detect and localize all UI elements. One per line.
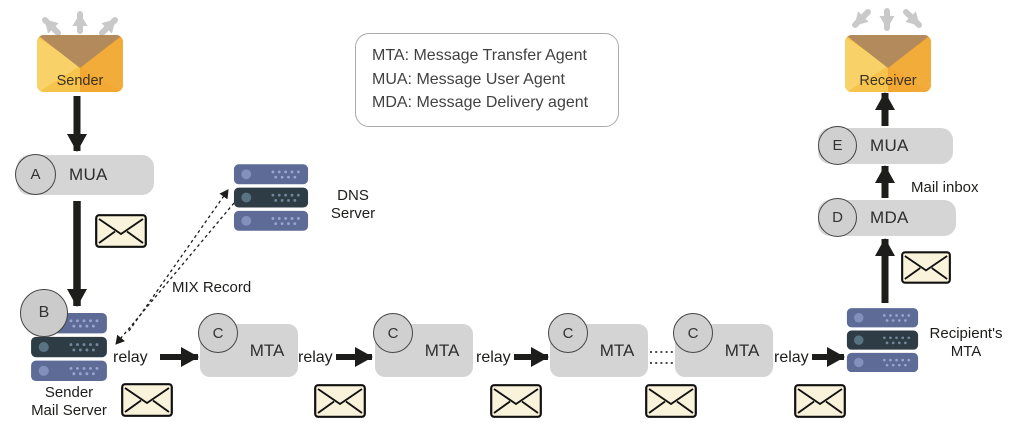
node-label: MTA	[724, 340, 760, 360]
envelope-icon	[645, 384, 697, 418]
node-mta-3: C MTA	[548, 313, 648, 377]
letter-badge-a: A	[15, 154, 56, 195]
recipient-mta-label: Recipient's MTA	[929, 325, 1003, 360]
node-mda: D MDA	[818, 198, 956, 237]
receiver-label: Receiver	[859, 73, 916, 89]
node-label: MTA	[424, 340, 460, 360]
relay-label-4: relay	[774, 349, 809, 366]
node-mua-e: E MUA	[818, 126, 953, 165]
legend-line-mta: MTA: Message Transfer Agent	[372, 47, 587, 64]
relay-label-2: relay	[298, 349, 333, 366]
node-mua-a: A MUA	[15, 154, 154, 195]
node-label: MTA	[249, 340, 285, 360]
sender-label: Sender	[57, 73, 104, 89]
sender-mail-server-icon	[31, 313, 107, 382]
letter-badge-d: D	[818, 198, 857, 237]
sender-outgoing-arrows-icon	[42, 11, 118, 36]
node-label: MDA	[870, 208, 909, 227]
node-label: MUA	[69, 165, 108, 184]
node-mta-4: C MTA	[673, 313, 773, 377]
letter-badge-b: B	[20, 289, 68, 337]
sender-envelope-icon: Sender	[37, 35, 123, 92]
legend-line-mua: MUA: Message User Agent	[372, 70, 565, 88]
receiver-incoming-arrows-icon	[852, 8, 922, 31]
node-mta-1: C MTA	[198, 313, 298, 377]
dashed-arrow-from-dns	[115, 202, 235, 345]
node-label: MUA	[870, 136, 909, 155]
relay-label-3: relay	[476, 349, 511, 366]
envelope-icon	[794, 384, 846, 418]
node-label: MTA	[599, 340, 635, 360]
envelope-icon	[901, 251, 951, 284]
sender-mail-server-label: Sender Mail Server	[31, 384, 107, 419]
dns-server-icon	[233, 164, 309, 231]
letter-badge-e: E	[818, 126, 857, 165]
envelope-icon	[95, 214, 147, 248]
letter-badge-c: C	[198, 313, 238, 353]
envelope-icon	[490, 384, 542, 418]
mix-record-label: MIX Record	[172, 279, 252, 296]
letter-badge-c: C	[673, 313, 713, 353]
envelope-icon	[314, 384, 366, 418]
recipient-mta-server-icon	[846, 308, 919, 373]
envelope-icon	[121, 383, 173, 417]
dns-server-label: DNS Server	[330, 187, 376, 222]
letter-badge-c: C	[373, 313, 413, 353]
receiver-envelope-icon: Receiver	[845, 35, 931, 92]
letter-badge-c: C	[548, 313, 588, 353]
relay-label-1: relay	[113, 349, 148, 366]
dotted-mta-continuation	[650, 351, 674, 364]
legend-box: MTA: Message Transfer Agent MUA: Message…	[355, 33, 619, 127]
dashed-arrow-to-dns	[128, 189, 229, 332]
mail-inbox-label: Mail inbox	[911, 179, 979, 196]
legend-line-mda: MDA: Message Delivery agent	[372, 94, 589, 111]
node-mta-2: C MTA	[373, 313, 473, 377]
